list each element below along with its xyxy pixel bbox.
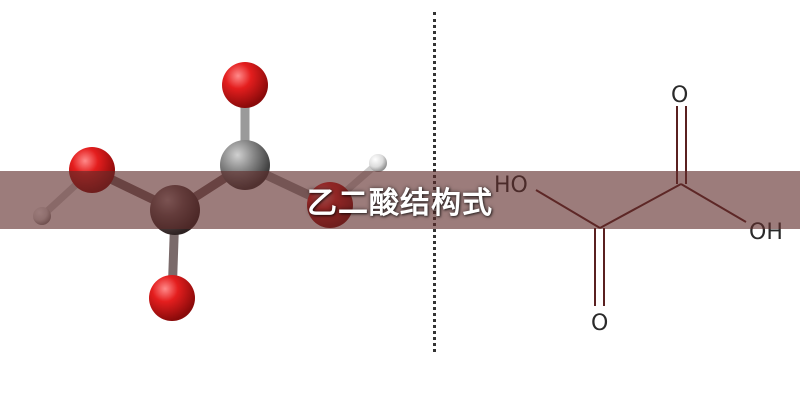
oxygen-atom-top bbox=[222, 62, 268, 108]
label-oxygen-bottom: O bbox=[591, 311, 608, 336]
banner-title: 乙二酸结构式 bbox=[307, 186, 493, 221]
oxygen-atom-bottom bbox=[149, 275, 195, 321]
title-banner: 乙二酸结构式 bbox=[0, 171, 800, 229]
hydrogen-atom-right bbox=[369, 154, 387, 172]
label-oxygen-top: O bbox=[671, 83, 688, 108]
